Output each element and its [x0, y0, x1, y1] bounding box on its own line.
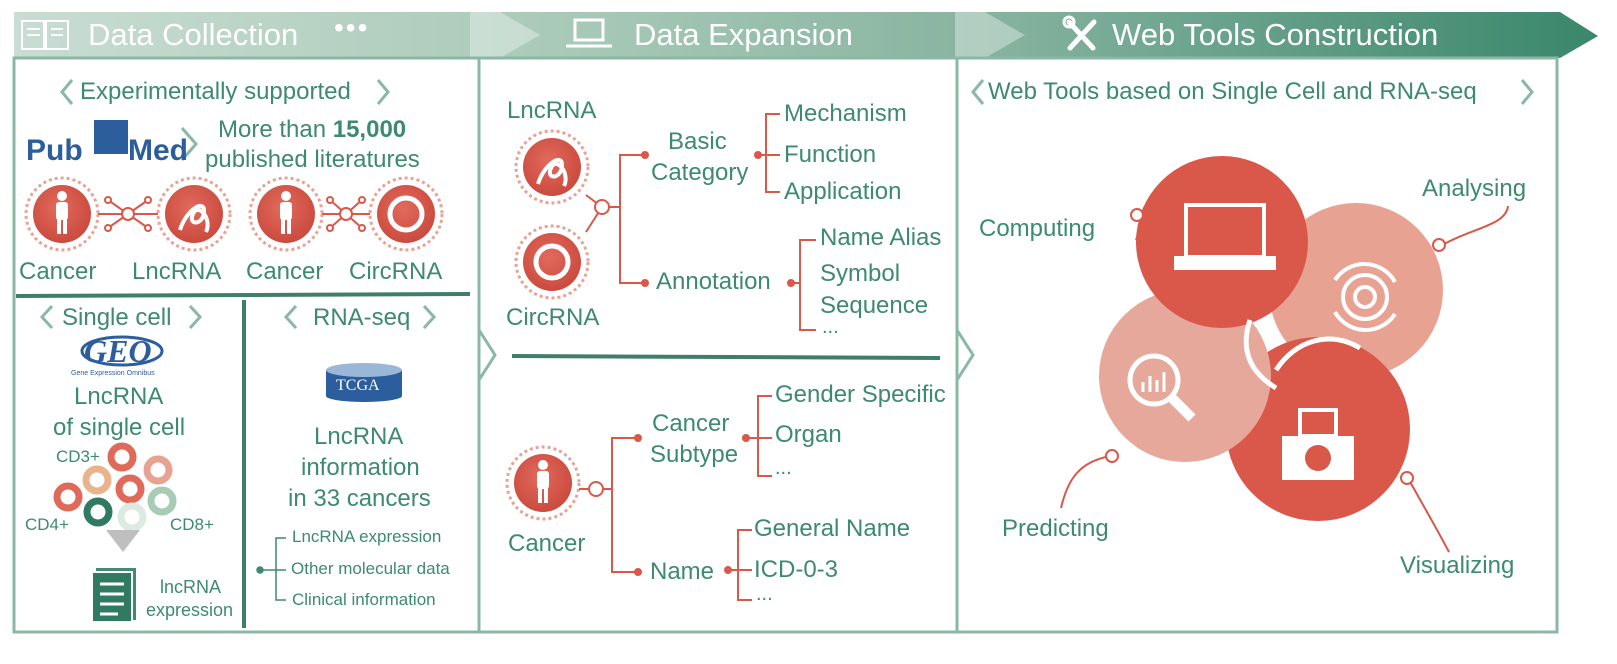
name-item-icd: ICD-0-3: [754, 556, 839, 583]
panel-frames: [12, 56, 1559, 634]
annotation-item-alias: Name Alias: [820, 224, 942, 251]
rnaseq-item-expression: LncRNA expression: [292, 527, 442, 546]
section-dividers: [15, 292, 941, 628]
expansion-cancer-label: Cancer: [508, 530, 586, 557]
svg-text:Med: Med: [128, 134, 188, 167]
predicting-label: Predicting: [1002, 515, 1109, 542]
chart-magnifier-icon: [1127, 353, 1196, 422]
svg-text:GEO: GEO: [84, 333, 152, 369]
cell-cluster: [53, 442, 177, 552]
webtools-connector-nodes: [1105, 208, 1446, 485]
lncrna-expression-1: lncRNA: [160, 577, 222, 597]
expansion-circles: [505, 129, 590, 521]
annotation-label: Annotation: [656, 268, 771, 295]
rnaseq-item-molecular: Other molecular data: [291, 559, 450, 578]
tcga-logo: TCGA: [326, 363, 402, 402]
lncrna-single-cell-2: of single cell: [53, 414, 186, 441]
expansion-lncrna-label: LncRNA: [507, 97, 597, 124]
gear-icon: [1333, 262, 1397, 332]
collection-circles: [24, 176, 444, 252]
cd4-label: CD4+: [25, 515, 69, 534]
literature-count-line: More than 15,000: [218, 116, 406, 144]
pair-label-cancer-2: Cancer: [246, 258, 324, 285]
basic-item-mechanism: Mechanism: [784, 100, 907, 127]
name-label: Name: [650, 558, 715, 585]
rnaseq-label: RNA-seq: [313, 304, 411, 331]
tools-icon: [1062, 15, 1097, 51]
literature-count: 15,000: [332, 116, 407, 143]
camera-icon: [1282, 408, 1354, 480]
name-item-general: General Name: [754, 515, 911, 542]
basic-item-application: Application: [784, 178, 902, 205]
basic-item-function: Function: [784, 141, 877, 168]
header-data-expansion: Data Expansion: [634, 17, 853, 52]
expansion-tree: [579, 113, 816, 601]
name-item-more: ...: [756, 583, 773, 605]
rnaseq-item-clinical: Clinical information: [292, 590, 436, 609]
pubmed-logo: Pub Med: [26, 120, 188, 167]
expansion-circrna-label: CircRNA: [506, 304, 600, 331]
webtools-subtitle: Web Tools based on Single Cell and RNA-s…: [988, 78, 1477, 105]
subtype-item-more: ...: [775, 457, 792, 479]
lncrna-single-cell-1: LncRNA: [74, 383, 164, 410]
document-icon: [91, 568, 136, 623]
analysing-label: Analysing: [1422, 175, 1527, 202]
header-collection-dots: •••: [334, 12, 370, 43]
annotation-item-symbol: Symbol: [820, 260, 901, 287]
subtype-item-gender: Gender Specific: [775, 381, 946, 408]
cancer-subtype-1: Cancer: [652, 410, 730, 437]
subtype-item-organ: Organ: [775, 421, 842, 448]
pair-label-cancer-1: Cancer: [19, 258, 97, 285]
laptop-tool-icon: [1174, 203, 1276, 270]
experimentally-supported-label: Experimentally supported: [80, 78, 351, 105]
lncrna-info-2: information: [301, 454, 420, 481]
pair-label-lncrna: LncRNA: [132, 258, 222, 285]
header-data-collection: Data Collection: [88, 17, 299, 52]
expansion-tree-nodes: [588, 151, 795, 576]
lncrna-info-3: in 33 cancers: [288, 485, 431, 512]
lncrna-info-1: LncRNA: [314, 423, 404, 450]
computing-label: Computing: [979, 215, 1096, 242]
geo-logo: GEO: [80, 333, 164, 369]
chevron-icons: [39, 79, 1534, 330]
cd8-label: CD8+: [170, 515, 214, 534]
published-literatures-label: published literatures: [205, 146, 420, 173]
webtools-connectors: [1060, 204, 1509, 553]
single-cell-label: Single cell: [62, 304, 172, 331]
annotation-item-more: ...: [822, 316, 839, 338]
laptop-icon: [566, 18, 612, 48]
svg-text:TCGA: TCGA: [336, 377, 380, 394]
header-band: [14, 12, 1598, 58]
basic-category-2: Category: [651, 159, 749, 186]
book-icon: [21, 20, 69, 50]
visualizing-label: Visualizing: [1400, 552, 1515, 579]
annotation-item-sequence: Sequence: [820, 292, 929, 319]
geo-caption: Gene Expression Omnibus: [71, 370, 155, 377]
header-web-tools: Web Tools Construction: [1112, 17, 1439, 52]
rnaseq-bracket: [256, 537, 286, 601]
basic-category-1: Basic: [668, 128, 727, 155]
svg-text:Pub: Pub: [26, 134, 83, 167]
cd3-label: CD3+: [56, 447, 100, 466]
cancer-subtype-2: Subtype: [650, 441, 739, 468]
lncrna-expression-2: expression: [146, 600, 234, 620]
webtools-clover: [1099, 156, 1443, 521]
pair-label-circrna: CircRNA: [349, 258, 443, 285]
more-than-text: More than: [218, 116, 333, 143]
